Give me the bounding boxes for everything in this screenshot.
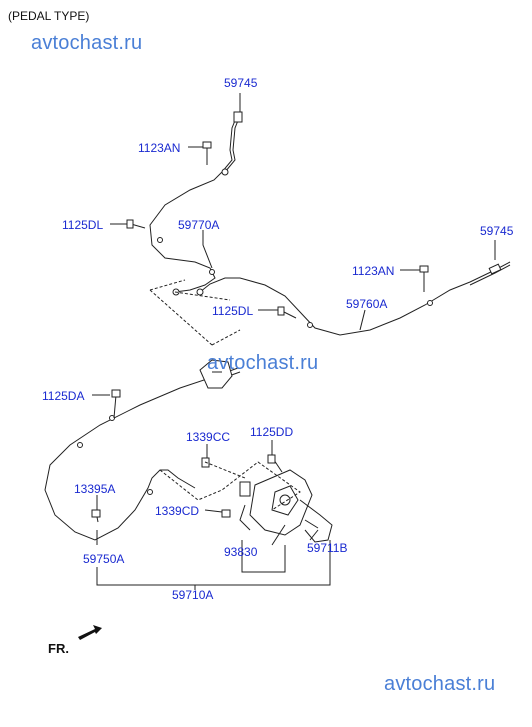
- label-1123AN-top: 1123AN: [138, 141, 181, 155]
- leader-lines-lower: [159, 461, 301, 511]
- label-1125DA: 1125DA: [42, 389, 85, 403]
- cable-59760A: [196, 261, 511, 336]
- pedal-assembly: [201, 457, 333, 543]
- watermark-bottom: avtochast.ru: [384, 673, 496, 695]
- bolts: [91, 141, 429, 523]
- leader-lines: [92, 93, 496, 590]
- diagram-title: (PEDAL TYPE): [8, 9, 90, 23]
- label-59770A: 59770A: [178, 218, 220, 232]
- label-1339CC: 1339CC: [186, 430, 231, 444]
- label-93830: 93830: [224, 545, 258, 559]
- equalizer-bracket: [199, 359, 233, 389]
- label-1339CD: 1339CD: [155, 504, 200, 518]
- label-59711B: 59711B: [307, 541, 348, 555]
- front-marker: FR.: [48, 641, 69, 656]
- label-59745-right: 59745: [480, 224, 514, 238]
- watermark-middle: avtochast.ru: [207, 352, 319, 374]
- front-arrow-icon: [78, 625, 102, 640]
- label-1125DD: 1125DD: [250, 425, 294, 439]
- label-1123AN-right: 1123AN: [352, 264, 395, 278]
- label-59745-top: 59745: [224, 76, 258, 90]
- leader-lines-upper: [149, 279, 241, 346]
- label-1125DL-mid: 1125DL: [212, 304, 254, 318]
- label-59710A: 59710A: [172, 588, 214, 602]
- label-59760A: 59760A: [346, 297, 388, 311]
- cable-59770A: [149, 111, 243, 296]
- watermark-top: avtochast.ru: [31, 32, 143, 54]
- label-1125DL-left: 1125DL: [62, 218, 104, 232]
- label-59750A: 59750A: [83, 552, 125, 566]
- label-13395A: 13395A: [74, 482, 116, 496]
